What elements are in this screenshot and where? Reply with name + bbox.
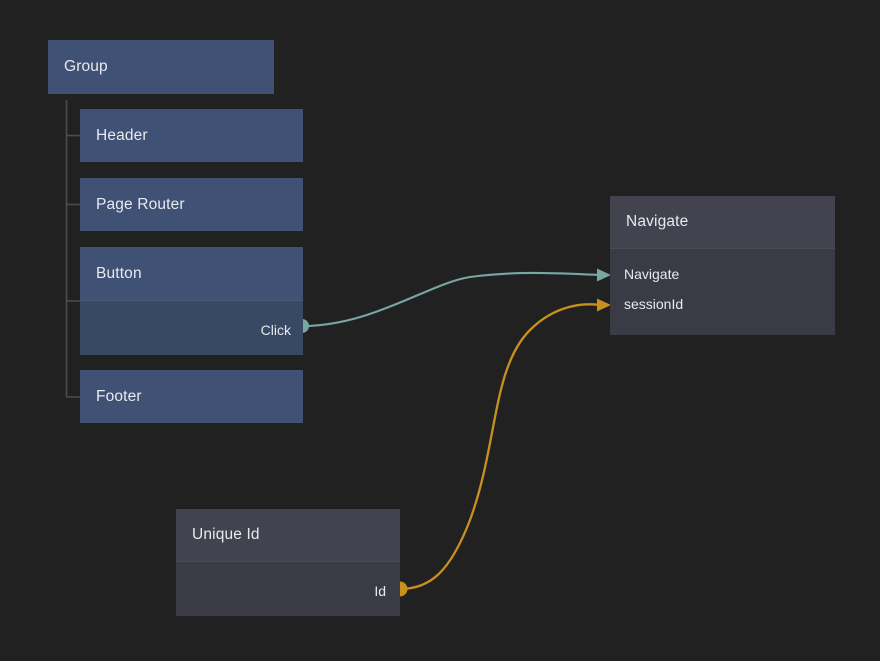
input-port-navigate-label: Navigate: [624, 266, 680, 282]
edge-button-click-to-navigate: [300, 271, 602, 328]
input-port-sessionid[interactable]: sessionId: [610, 289, 835, 319]
node-page-router[interactable]: Page Router: [80, 178, 303, 231]
node-button-title: Button: [80, 247, 303, 300]
node-navigate-body: Navigate sessionId: [610, 248, 835, 335]
node-group-title: Group: [48, 40, 274, 94]
node-header[interactable]: Header: [80, 109, 303, 162]
node-button-body: Click: [80, 300, 303, 355]
node-button[interactable]: Button Click: [80, 247, 303, 355]
node-header-title: Header: [80, 109, 303, 162]
output-port-click-label: Click: [260, 322, 291, 338]
node-unique-id[interactable]: Unique Id Id: [176, 509, 400, 616]
output-port-id[interactable]: Id: [176, 576, 400, 606]
edge-uniqueid-to-sessionid: [398, 303, 602, 591]
node-footer[interactable]: Footer: [80, 370, 303, 423]
node-unique-id-title: Unique Id: [176, 509, 400, 561]
node-page-router-title: Page Router: [80, 178, 303, 231]
node-navigate-title: Navigate: [610, 196, 835, 248]
node-group[interactable]: Group: [48, 40, 274, 94]
arrowhead-sessionid-in: [597, 298, 611, 312]
output-port-click[interactable]: Click: [80, 315, 303, 345]
input-port-navigate[interactable]: Navigate: [610, 259, 835, 289]
node-navigate[interactable]: Navigate Navigate sessionId: [610, 196, 835, 335]
node-unique-id-body: Id: [176, 561, 400, 616]
output-port-id-label: Id: [374, 583, 386, 599]
arrowhead-navigate-in: [597, 268, 611, 282]
input-port-sessionid-label: sessionId: [624, 296, 684, 312]
node-footer-title: Footer: [80, 370, 303, 423]
